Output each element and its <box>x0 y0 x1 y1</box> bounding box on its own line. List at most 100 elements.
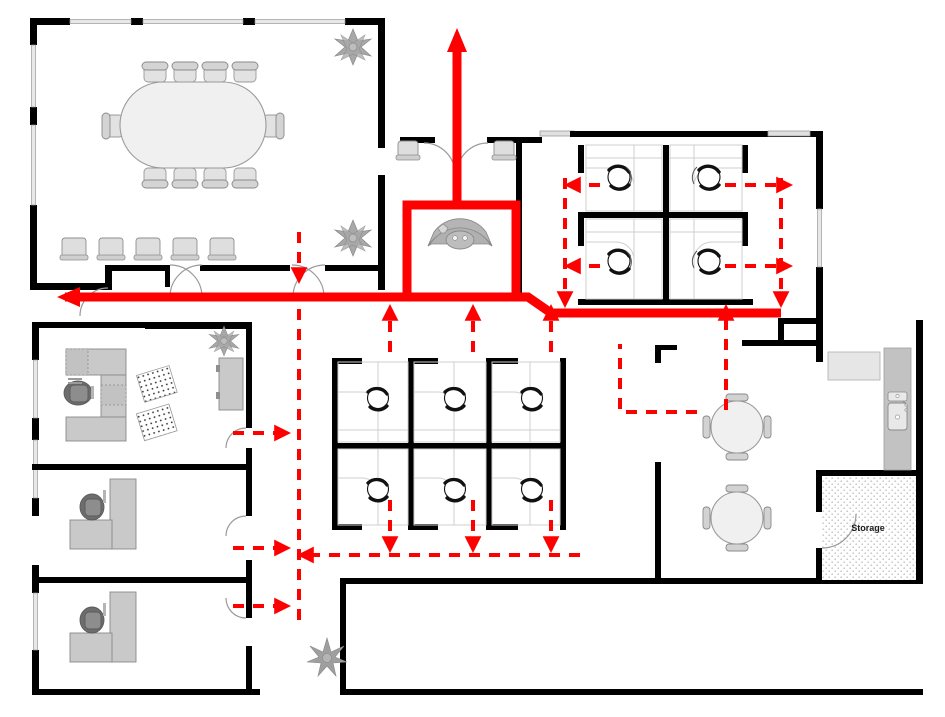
cubicle-partition <box>578 299 753 305</box>
reception-desk <box>427 218 493 250</box>
window <box>142 19 244 24</box>
cubicle-partition <box>578 212 706 218</box>
door-swing <box>225 515 247 537</box>
visitor-chair <box>135 403 178 442</box>
desk-plant-icon <box>437 223 449 234</box>
private-office-2-furniture <box>69 478 137 550</box>
window <box>254 19 346 24</box>
wall-segment <box>816 267 823 362</box>
cubicle-partition <box>560 358 566 530</box>
private-office-1-furniture <box>63 348 244 442</box>
task-chair <box>691 164 721 191</box>
primary-exit-arrowhead-north <box>447 28 467 52</box>
wall-segment <box>487 137 542 143</box>
wall-segment <box>30 107 37 125</box>
door-swing <box>169 264 203 298</box>
conference-chair <box>231 167 259 189</box>
cubicle-partition <box>486 524 518 530</box>
conference-chair <box>141 167 169 189</box>
wall-segment <box>655 462 661 580</box>
task-chair <box>366 386 390 412</box>
conference-chair <box>262 112 285 140</box>
storage-floor <box>822 476 916 580</box>
conference-chair <box>201 167 229 189</box>
wall-segment <box>916 320 923 582</box>
door-swing <box>169 264 203 298</box>
task-chair <box>366 477 390 503</box>
chair <box>725 543 749 552</box>
task-chair <box>607 164 632 191</box>
wall-segment <box>32 689 260 695</box>
door-swing <box>225 427 247 449</box>
round-table-2-group <box>702 484 772 552</box>
wall-segment <box>246 448 252 516</box>
private-office-3-furniture <box>69 591 137 663</box>
cubicle-partition <box>332 443 566 449</box>
wall-segment <box>246 560 252 618</box>
cubicle-partition <box>663 145 669 305</box>
wall-segment <box>570 131 820 137</box>
chair <box>763 506 772 530</box>
window <box>817 208 822 268</box>
task-chair <box>443 477 467 503</box>
wall-segment <box>30 18 70 25</box>
cubicle-partition <box>742 145 748 173</box>
task-chair <box>691 248 721 275</box>
door-swing <box>291 264 325 298</box>
conference-table <box>119 81 267 169</box>
lobby-chair <box>491 140 517 161</box>
window <box>31 44 36 108</box>
reception-chair <box>445 230 475 250</box>
desk <box>109 478 137 550</box>
dashed-evacuation-routes <box>233 176 793 620</box>
window <box>69 19 132 24</box>
desk <box>109 591 137 663</box>
cubicle-partition <box>742 218 748 246</box>
wall-segment <box>200 265 290 271</box>
cubicle-partition <box>332 524 362 530</box>
plant-3-icon <box>208 325 240 357</box>
wall-segment <box>778 318 784 346</box>
desk-return <box>69 519 113 550</box>
window <box>33 359 38 419</box>
chair <box>702 506 711 530</box>
wall-segment <box>655 345 661 363</box>
wall-segment <box>246 646 252 695</box>
wall-segment <box>816 131 823 209</box>
wall-segment <box>32 498 39 516</box>
wall-segment <box>378 175 385 290</box>
chair <box>725 452 749 461</box>
round-table <box>710 400 764 454</box>
wall-segment <box>325 265 385 271</box>
cubicle-partition <box>486 358 518 364</box>
conference-table-group <box>101 61 285 189</box>
wall-segment <box>246 328 252 428</box>
window <box>33 592 38 651</box>
wall-segment <box>145 322 252 329</box>
cubicle-partition <box>332 358 362 364</box>
task-chair <box>520 386 544 412</box>
task-chair <box>607 248 632 275</box>
chair <box>702 415 711 439</box>
conference-chair <box>171 61 199 83</box>
chair <box>725 393 749 402</box>
chair <box>763 415 772 439</box>
wall-segment <box>131 18 143 25</box>
wall-segment <box>32 464 252 470</box>
wall-segment <box>32 418 39 440</box>
guest-chair <box>59 237 89 261</box>
wall-segment <box>400 137 435 143</box>
visitor-chair <box>135 365 178 403</box>
executive-chair <box>63 380 94 406</box>
cubicle-partition <box>408 358 438 364</box>
primary-exit-arrowhead-west <box>57 287 80 307</box>
wall-segment <box>742 340 748 346</box>
credenza <box>216 357 244 411</box>
dashed-route-break-room-west <box>618 344 697 414</box>
wall-segment <box>816 470 822 512</box>
wall-segment <box>378 18 385 148</box>
round-table <box>710 491 764 545</box>
guest-chair <box>170 237 200 261</box>
primary-route-corridor <box>65 292 781 318</box>
guest-chair <box>133 237 163 261</box>
